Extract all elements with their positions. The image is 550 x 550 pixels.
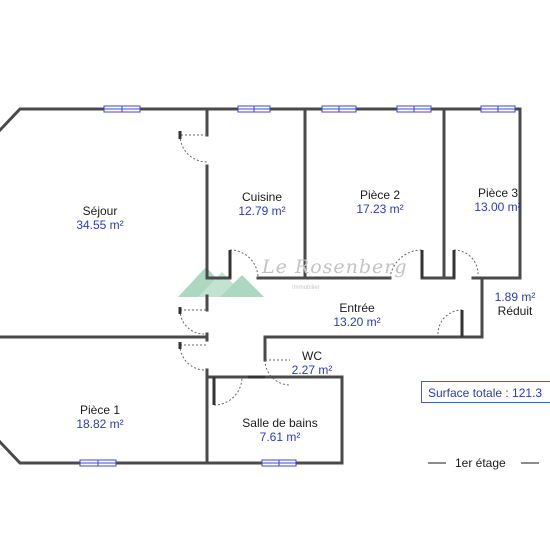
room-reduit: 1.89 m² Réduit [495, 290, 536, 318]
room-sejour-area: 34.55 m² [76, 218, 124, 232]
room-salle-de-bains-area: 7.61 m² [259, 430, 301, 444]
watermark-text: Le Rosenberg [262, 256, 408, 278]
door-leaves [178, 131, 464, 405]
wall-outer-bottom [0, 375, 344, 465]
room-cuisine: Cuisine 12.79 m² [238, 190, 285, 218]
room-sejour-name: Séjour [82, 204, 118, 218]
door-piece1 [179, 344, 207, 371]
wall-wc [205, 335, 344, 379]
room-piece2: Pièce 2 17.23 m² [356, 188, 403, 216]
door-salle-de-bains [213, 376, 243, 406]
room-cuisine-area: 12.79 m² [238, 204, 286, 218]
room-salle-de-bains: Salle de bains 7.61 m² [242, 416, 317, 444]
room-wc-name: WC [302, 349, 322, 363]
walls [0, 107, 522, 465]
room-piece2-area: 17.23 m² [356, 202, 404, 216]
level-label: 1er étage [455, 456, 506, 470]
room-entree-name: Entrée [339, 301, 375, 315]
door-cuisine [229, 249, 259, 279]
room-reduit-name: Réduit [497, 304, 533, 318]
door-sejour-hall [179, 309, 207, 335]
door-piece3 [453, 249, 479, 278]
surface-totale-box: Surface totale : 121.3 [421, 381, 550, 403]
door-wc [264, 359, 291, 386]
room-cuisine-name: Cuisine [241, 190, 283, 204]
window-mullions [80, 106, 515, 466]
room-entree-area: 13.20 m² [333, 315, 381, 329]
room-reduit-area: 1.89 m² [494, 290, 536, 304]
room-sejour: Séjour 34.55 m² [76, 204, 123, 232]
room-piece3: Pièce 3 13.00 m² [474, 186, 521, 214]
door-sejour-cuisine [179, 134, 208, 163]
room-piece1-name: Pièce 1 [79, 403, 121, 417]
room-salle-de-bains-name: Salle de bains [242, 416, 318, 430]
room-wc: WC 2.27 m² [292, 349, 333, 377]
room-piece1: Pièce 1 18.82 m² [76, 403, 123, 431]
room-piece3-name: Pièce 3 [477, 186, 519, 200]
watermark-subtext: Immobilier [292, 285, 320, 291]
door-entree [437, 309, 463, 337]
room-piece3-area: 13.00 m² [474, 200, 522, 214]
room-piece2-name: Pièce 2 [359, 188, 401, 202]
room-piece1-area: 18.82 m² [76, 417, 124, 431]
room-wc-area: 2.27 m² [291, 363, 333, 377]
watermark-logo [178, 267, 264, 297]
room-entree: Entrée 13.20 m² [333, 301, 380, 329]
